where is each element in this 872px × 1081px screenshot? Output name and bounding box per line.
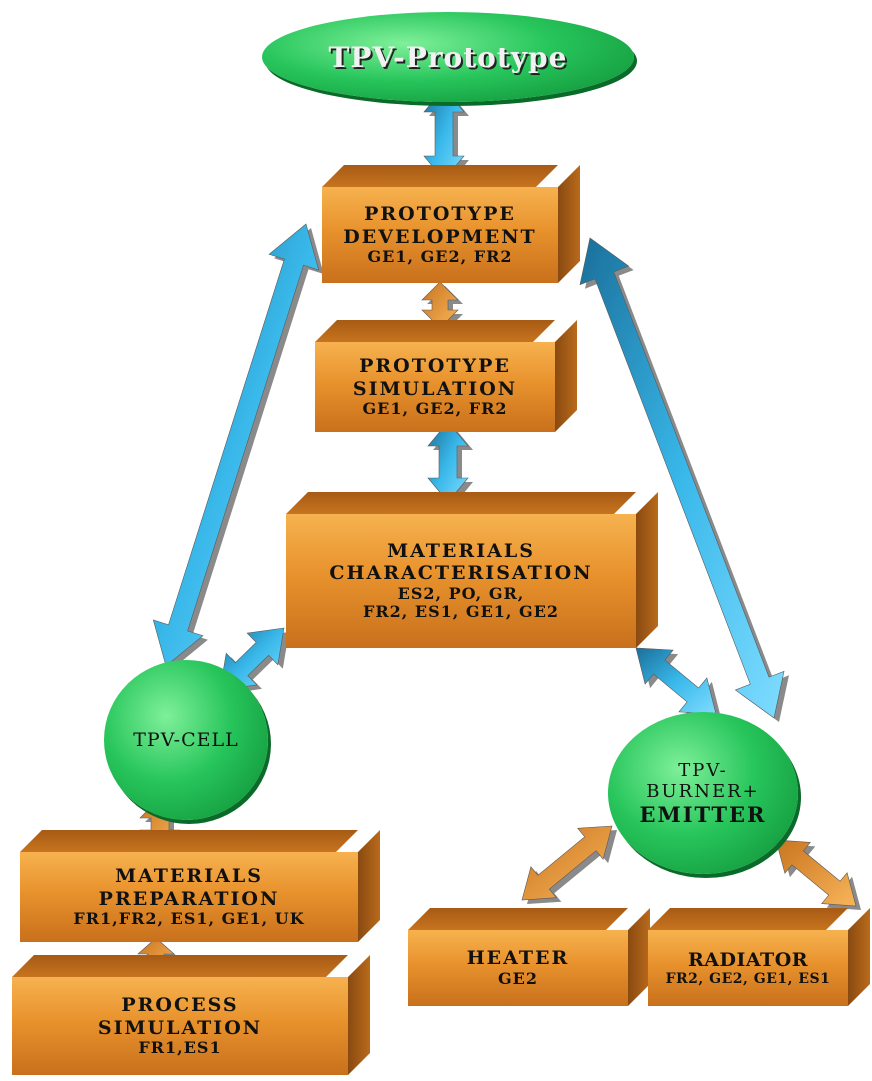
materials-preparation-line1: MATERIALS [115,865,263,888]
prototype-development-line2: DEVELOPMENT [343,225,537,248]
tpv-burner-line3: EMITTER [639,801,767,827]
arrow-development-to-burner [579,237,789,722]
process-simulation-box: PROCESS SIMULATION FR1,ES1 [12,955,370,1075]
heater-box: HEATER GE2 [408,908,650,1006]
heater-label: HEATER [466,947,570,970]
materials-preparation-partners: FR1,FR2, ES1, GE1, UK [73,908,305,928]
radiator-box: RADIATOR FR2, GE2, GE1, ES1 [648,908,870,1006]
tpv-burner-emitter-node: TPV- BURNER+ EMITTER [608,712,798,874]
process-simulation-line1: PROCESS [121,994,239,1017]
materials-preparation-line2: PREPARATION [98,887,280,910]
arrow-burner-to-heater [521,825,617,904]
prototype-simulation-partners: GE1, GE2, FR2 [362,398,508,418]
materials-characterisation-partners2: FR2, ES1, GE1, GE2 [362,602,560,622]
prototype-simulation-line2: SIMULATION [352,377,518,400]
materials-characterisation-partners1: ES2, PO, GR, [397,583,525,603]
arrow-burner-to-radiator [775,839,861,910]
prototype-simulation-box: PROTOTYPE SIMULATION GE1, GE2, FR2 [315,320,577,432]
prototype-simulation-line1: PROTOTYPE [359,355,511,378]
prototype-development-box: PROTOTYPE DEVELOPMENT GE1, GE2, FR2 [322,165,580,283]
process-simulation-line2: SIMULATION [97,1016,263,1039]
tpv-prototype-node: TPV-Prototype [262,12,634,102]
process-simulation-partners: FR1,ES1 [138,1037,222,1057]
arrow-characterisation-to-burner [635,647,721,718]
tpv-prototype-label: TPV-Prototype [328,40,568,74]
tpv-burner-line1: TPV- [678,759,728,781]
heater-partners: GE2 [498,968,538,988]
materials-characterisation-line2: CHARACTERISATION [329,562,593,585]
radiator-label: RADIATOR [687,948,809,971]
materials-characterisation-line1: MATERIALS [387,539,535,562]
materials-preparation-box: MATERIALS PREPARATION FR1,FR2, ES1, GE1,… [20,830,380,942]
arrow-prototype-to-development [423,87,469,184]
prototype-development-partners: GE1, GE2, FR2 [367,246,513,266]
prototype-development-line1: PROTOTYPE [364,203,516,226]
tpv-burner-line2: BURNER+ [646,780,760,802]
tpv-cell-node: TPV-CELL [104,660,268,820]
tpv-cell-label: TPV-CELL [133,729,239,751]
radiator-partners: FR2, GE2, GE1, ES1 [665,970,831,987]
materials-characterisation-box: MATERIALS CHARACTERISATION ES2, PO, GR, … [286,492,658,648]
